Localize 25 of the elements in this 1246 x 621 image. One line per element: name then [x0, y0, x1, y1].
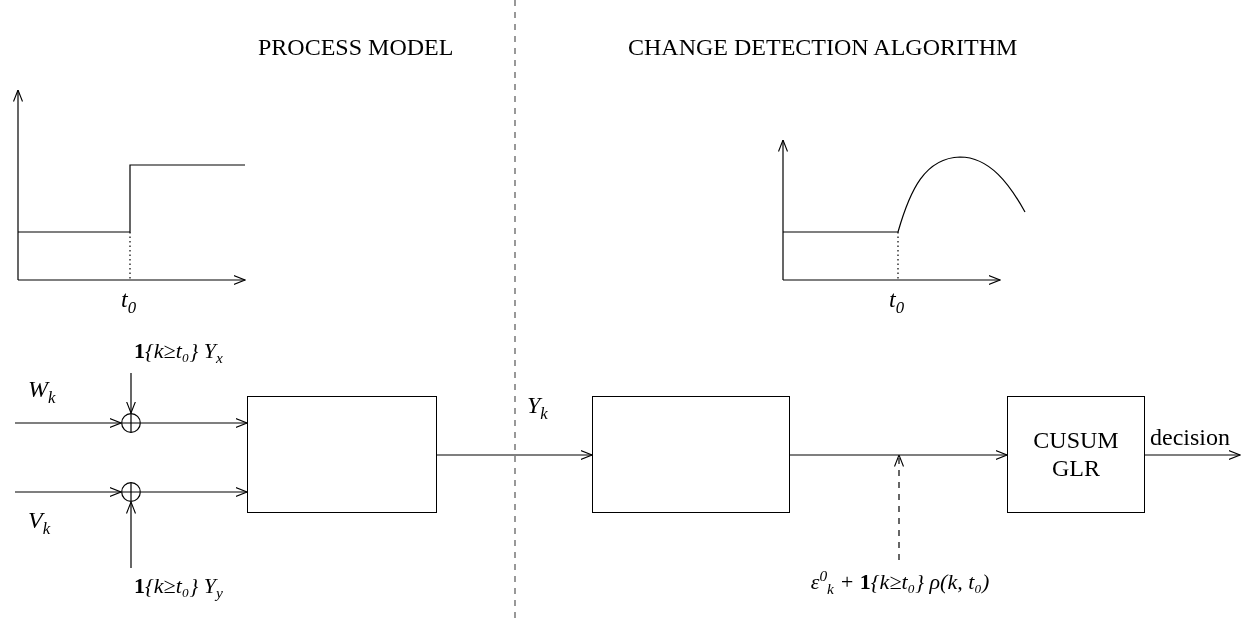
- arrow: [125, 372, 137, 414]
- arrow: [140, 486, 248, 498]
- formula-label: 1{k≥t₀} Υ$_{y}$: [134, 573, 223, 603]
- edge-label: Y$_{k}$: [527, 392, 548, 424]
- box-label: CUSUM GLR: [1032, 426, 1120, 483]
- arrow: [14, 417, 122, 429]
- section-title: CHANGE DETECTION ALGORITHM: [628, 34, 1018, 62]
- arrow: [140, 417, 248, 429]
- section-title: PROCESS MODEL: [258, 34, 454, 62]
- axis-label: t$_{0}$: [889, 286, 905, 318]
- arrow: [125, 501, 137, 569]
- dashed-arrow: [893, 454, 905, 561]
- formula-label: ε$^{0}$$_{k}$ + 1{k≥t₀} ρ(k, t₀): [810, 566, 990, 598]
- process-box: [1007, 396, 1145, 513]
- edge-label: V$_{k}$: [28, 507, 51, 539]
- arrow: [789, 449, 1008, 461]
- formula-label: 1{k≥t₀} Υ$_{x}$: [134, 338, 223, 368]
- edge-label: W$_{k}$: [28, 376, 56, 408]
- arrow: [436, 449, 593, 461]
- edge-label: decision: [1150, 424, 1230, 452]
- axis-label: t$_{0}$: [121, 286, 137, 318]
- process-box: [247, 396, 437, 513]
- arrow: [14, 486, 122, 498]
- process-box: [592, 396, 790, 513]
- arrow: [1144, 449, 1241, 461]
